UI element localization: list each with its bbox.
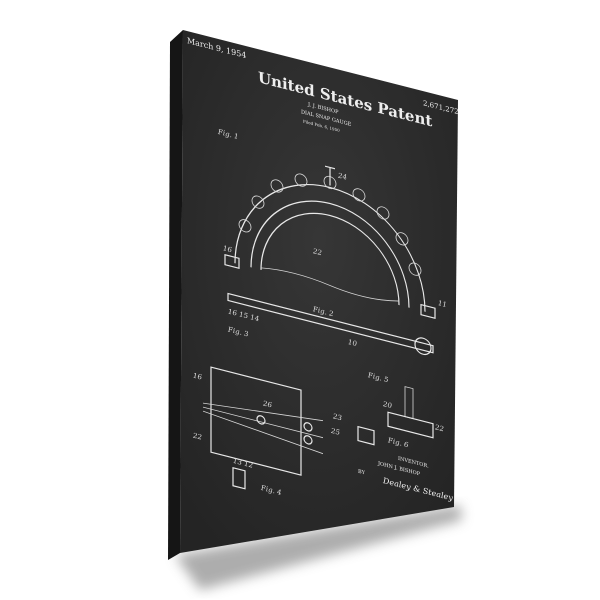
canvas-print: March 9, 1954 United States Patent 2,671… [0,0,600,600]
